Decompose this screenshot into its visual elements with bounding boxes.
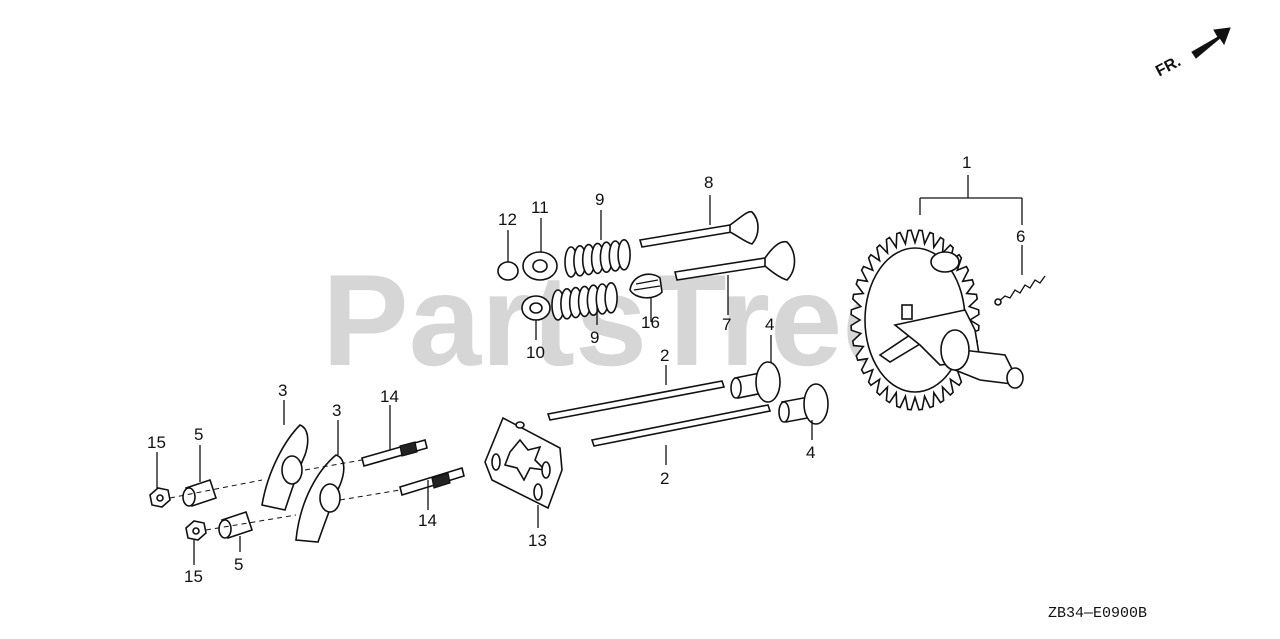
- callout-15-upper: 15: [147, 433, 166, 452]
- valve-lifter-upper: [730, 361, 781, 403]
- callout-4-lower: 4: [806, 443, 815, 462]
- push-rod-lower: [590, 404, 772, 447]
- callout-2-lower: 2: [660, 469, 669, 488]
- rocker-pivot-upper: [182, 478, 218, 508]
- pivot-nut-upper: [149, 487, 171, 508]
- callout-1: 1: [962, 153, 971, 172]
- watermark: PartsTree: [322, 247, 915, 393]
- callout-12: 12: [498, 210, 517, 229]
- push-rod-guide-plate: [484, 416, 563, 510]
- callout-15-lower: 15: [184, 567, 203, 586]
- valve-spring-retainer-lower: [521, 295, 551, 321]
- callout-3-left: 3: [278, 381, 287, 400]
- rocker-arm-right: [295, 454, 345, 543]
- callout-9-lower: 9: [590, 328, 599, 347]
- rocker-stud-lower: [399, 466, 465, 497]
- callout-7: 7: [722, 315, 731, 334]
- valve-spring-retainer: [522, 251, 558, 281]
- front-arrow-icon: [1191, 27, 1231, 59]
- push-rod-upper: [546, 380, 726, 421]
- diagram-code: ZB34—E0900B: [1048, 605, 1147, 622]
- valve-lifter-lower: [778, 383, 829, 425]
- callout-2-upper: 2: [660, 346, 669, 365]
- valve-spring-upper: [564, 239, 631, 278]
- pivot-nut-lower: [185, 520, 207, 541]
- camshaft-assembly: [850, 229, 1024, 411]
- exhaust-valve: [638, 210, 759, 248]
- callout-6: 6: [1016, 227, 1025, 246]
- callout-9-upper: 9: [595, 190, 604, 209]
- spring-coil: [604, 281, 618, 314]
- valve-stem-seal: [629, 273, 663, 299]
- leader-lines: [156, 175, 1023, 565]
- callout-14-lower: 14: [418, 511, 437, 530]
- callout-10: 10: [526, 343, 545, 362]
- valve-cap: [497, 261, 519, 281]
- callout-3-right: 3: [332, 401, 341, 420]
- intake-valve: [674, 240, 796, 281]
- callout-11: 11: [531, 198, 549, 217]
- spring-coil: [617, 239, 631, 271]
- decompressor-spring: [994, 275, 1046, 306]
- callout-4-upper: 4: [765, 315, 774, 334]
- valve-spring-lower: [551, 281, 618, 321]
- rocker-stud-upper: [361, 439, 428, 467]
- callout-16: 16: [641, 313, 660, 332]
- front-direction-indicator: FR.: [1153, 27, 1231, 80]
- rocker-arm-left: [261, 424, 309, 511]
- callout-5-lower: 5: [234, 555, 243, 574]
- callout-labels: 1 2 2 3 3 4 4 5 5 6 7 8 9 9 10 11 12 13 …: [147, 153, 1025, 586]
- callout-13: 13: [528, 531, 547, 550]
- front-label: FR.: [1153, 53, 1184, 80]
- callout-8: 8: [704, 173, 713, 192]
- callout-5-upper: 5: [194, 425, 203, 444]
- callout-14-upper: 14: [380, 387, 399, 406]
